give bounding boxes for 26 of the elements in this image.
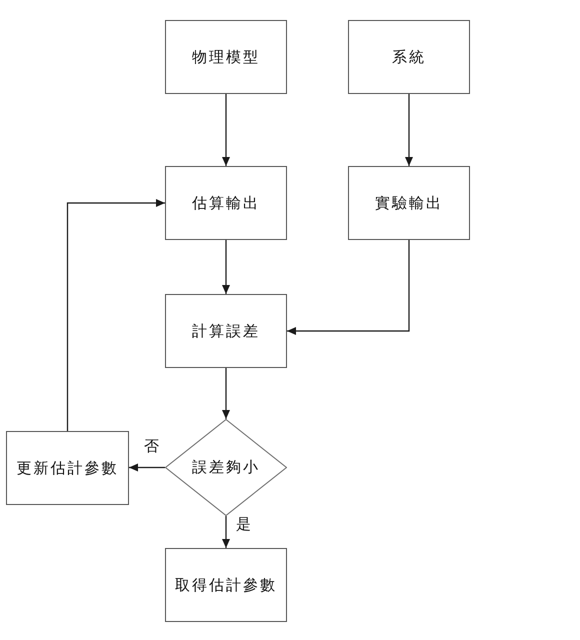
node-label: 實驗輸出 [375, 194, 443, 212]
connector-arrow [66, 199, 165, 431]
decision-diamond [165, 419, 287, 516]
node-label: 取得估計參數 [175, 576, 277, 594]
edge-label: 是 [236, 515, 251, 534]
process-box [348, 20, 470, 94]
process-box [165, 294, 287, 368]
process-box [6, 431, 129, 505]
node-label: 物理模型 [192, 48, 260, 66]
node-label: 系統 [392, 48, 426, 66]
connector-arrow [222, 516, 230, 548]
node-label: 計算誤差 [192, 322, 260, 340]
node-label: 估算輸出 [192, 194, 260, 212]
process-box [165, 166, 287, 240]
connector-arrow [129, 464, 165, 472]
process-box [348, 166, 470, 240]
connector-arrow [222, 240, 230, 294]
edge-label: 否 [144, 437, 159, 456]
node-label: 誤差夠小 [192, 458, 260, 477]
node-label: 更新估計參數 [16, 458, 118, 478]
connector-arrow [405, 94, 413, 166]
connector-arrow [222, 94, 230, 166]
process-box [165, 548, 287, 622]
connector-arrow [287, 240, 410, 335]
connector-arrow [222, 368, 230, 419]
process-box [165, 20, 287, 94]
